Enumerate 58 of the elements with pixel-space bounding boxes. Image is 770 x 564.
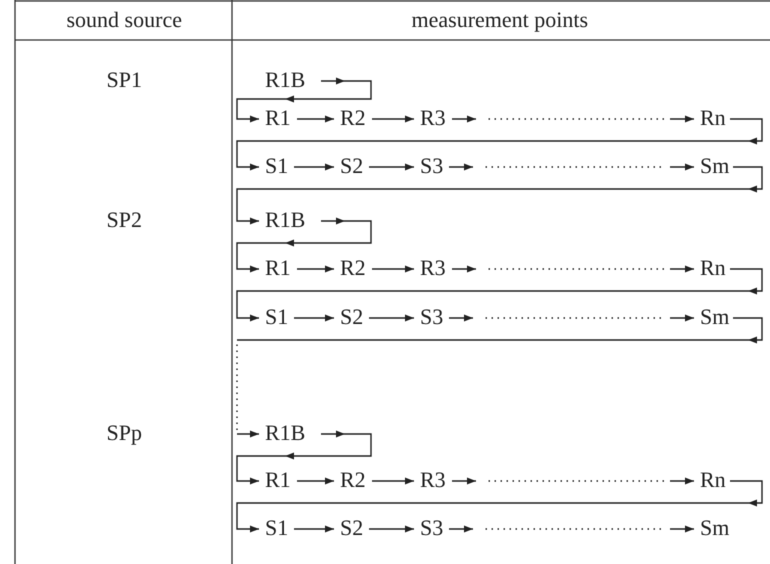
- measurement-point: S3: [420, 516, 444, 540]
- arrow: [236, 430, 372, 484]
- arrow: [449, 526, 694, 532]
- arrow: [236, 317, 763, 438]
- arrow: [297, 116, 334, 122]
- measurement-point: R3: [420, 468, 446, 492]
- arrow: [236, 218, 372, 272]
- arrow: [236, 78, 372, 122]
- arrow: [369, 164, 414, 170]
- measurement-point: R1: [265, 256, 291, 280]
- arrow: [294, 164, 334, 170]
- arrow: [372, 116, 414, 122]
- measurement-point: S3: [420, 154, 444, 178]
- arrow: [452, 116, 694, 122]
- measurement-point: S2: [340, 305, 364, 329]
- measurement-point: R2: [340, 106, 366, 130]
- measurement-point: Rn: [700, 256, 726, 280]
- measurement-point: S2: [340, 154, 364, 178]
- measurement-point: S2: [340, 516, 364, 540]
- measurement-point: R2: [340, 468, 366, 492]
- arrow: [236, 118, 763, 170]
- measurement-point: R1B: [265, 421, 306, 445]
- arrow: [294, 526, 334, 532]
- row-label: SP1: [106, 68, 142, 92]
- table-header: sound source: [66, 8, 182, 32]
- arrow: [369, 526, 414, 532]
- measurement-point: R1B: [265, 208, 306, 232]
- measurement-point: Sm: [700, 305, 730, 329]
- measurement-point: Sm: [700, 516, 730, 540]
- arrow: [449, 164, 694, 170]
- measurement-point: R3: [420, 256, 446, 280]
- table-header: measurement points: [412, 8, 588, 32]
- arrow: [449, 314, 694, 322]
- measurement-point: Rn: [700, 468, 726, 492]
- measurement-point: R1: [265, 468, 291, 492]
- measurement-point: S1: [265, 516, 288, 540]
- arrow: [372, 478, 414, 484]
- arrow: [236, 166, 763, 224]
- measurement-point: R2: [340, 256, 366, 280]
- measurement-point: S3: [420, 305, 444, 329]
- row-label: SP2: [106, 208, 142, 232]
- measurement-point: Rn: [700, 106, 726, 130]
- measurement-point: R3: [420, 106, 446, 130]
- measurement-point: Sm: [700, 154, 730, 178]
- arrow: [452, 266, 694, 272]
- arrow: [297, 266, 334, 272]
- row-label: SPp: [106, 421, 142, 445]
- arrow: [294, 314, 334, 322]
- measurement-point: S1: [265, 305, 288, 329]
- arrow: [236, 480, 763, 532]
- arrow: [369, 314, 414, 322]
- arrow: [297, 478, 334, 484]
- arrow: [452, 478, 694, 484]
- measurement-point: S1: [265, 154, 288, 178]
- arrow: [372, 266, 414, 272]
- measurement-point: R1B: [265, 68, 306, 92]
- arrow: [236, 268, 763, 322]
- measurement-point: R1: [265, 106, 291, 130]
